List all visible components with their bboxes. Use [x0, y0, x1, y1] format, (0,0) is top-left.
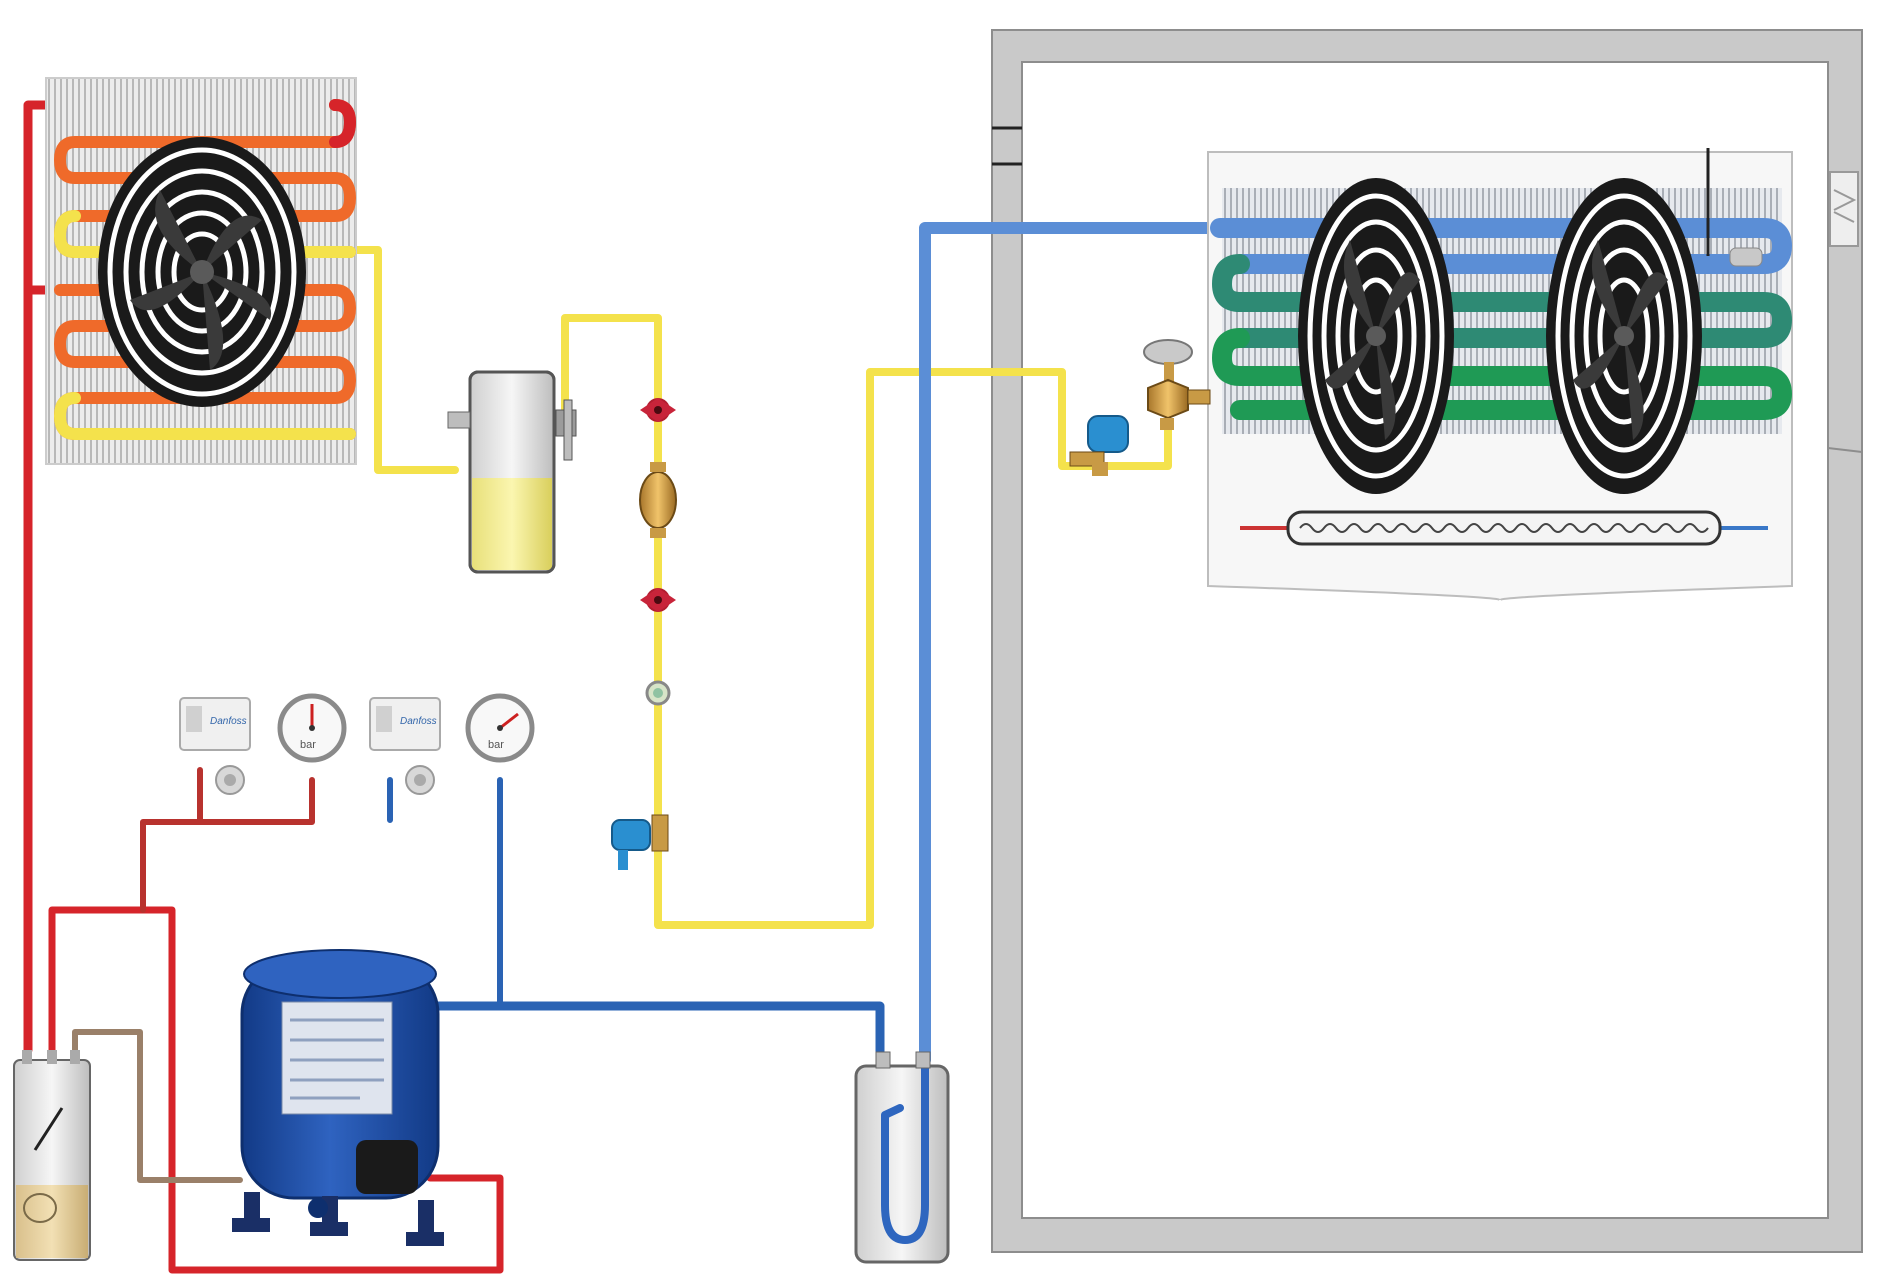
compressor [232, 949, 444, 1246]
svg-text:bar: bar [488, 739, 504, 751]
air-cooled-condenser [45, 77, 357, 465]
defrost-heater [1240, 510, 1768, 546]
filter-drier [639, 462, 677, 538]
evaporator-fan-left-icon [1298, 178, 1454, 494]
sight-glass [645, 680, 671, 706]
oil-separator [13, 1050, 91, 1261]
low-pressure-switch: Danfoss [369, 697, 441, 795]
svg-text:bar: bar [300, 739, 316, 751]
low-pressure-gauge: bar [465, 693, 535, 763]
shutoff-valve-lower [640, 588, 676, 612]
evaporator-unit [1207, 148, 1793, 601]
evaporator-fan-right-icon [1546, 178, 1702, 494]
cold-room [991, 29, 1863, 1253]
svg-text:Danfoss: Danfoss [400, 716, 437, 727]
evaporator-solenoid-valve [1069, 415, 1129, 476]
thermostatic-expansion-valve [1143, 339, 1211, 430]
shutoff-valve-upper [640, 398, 676, 422]
condenser-fan-icon [98, 137, 306, 407]
high-pressure-gauge: bar [277, 693, 347, 763]
high-pressure-switch: Danfoss [179, 697, 251, 795]
svg-text:Danfoss: Danfoss [210, 716, 247, 727]
liquid-receiver [447, 370, 577, 574]
suction-accumulator [854, 1051, 950, 1264]
liquid-solenoid-valve [611, 814, 669, 870]
